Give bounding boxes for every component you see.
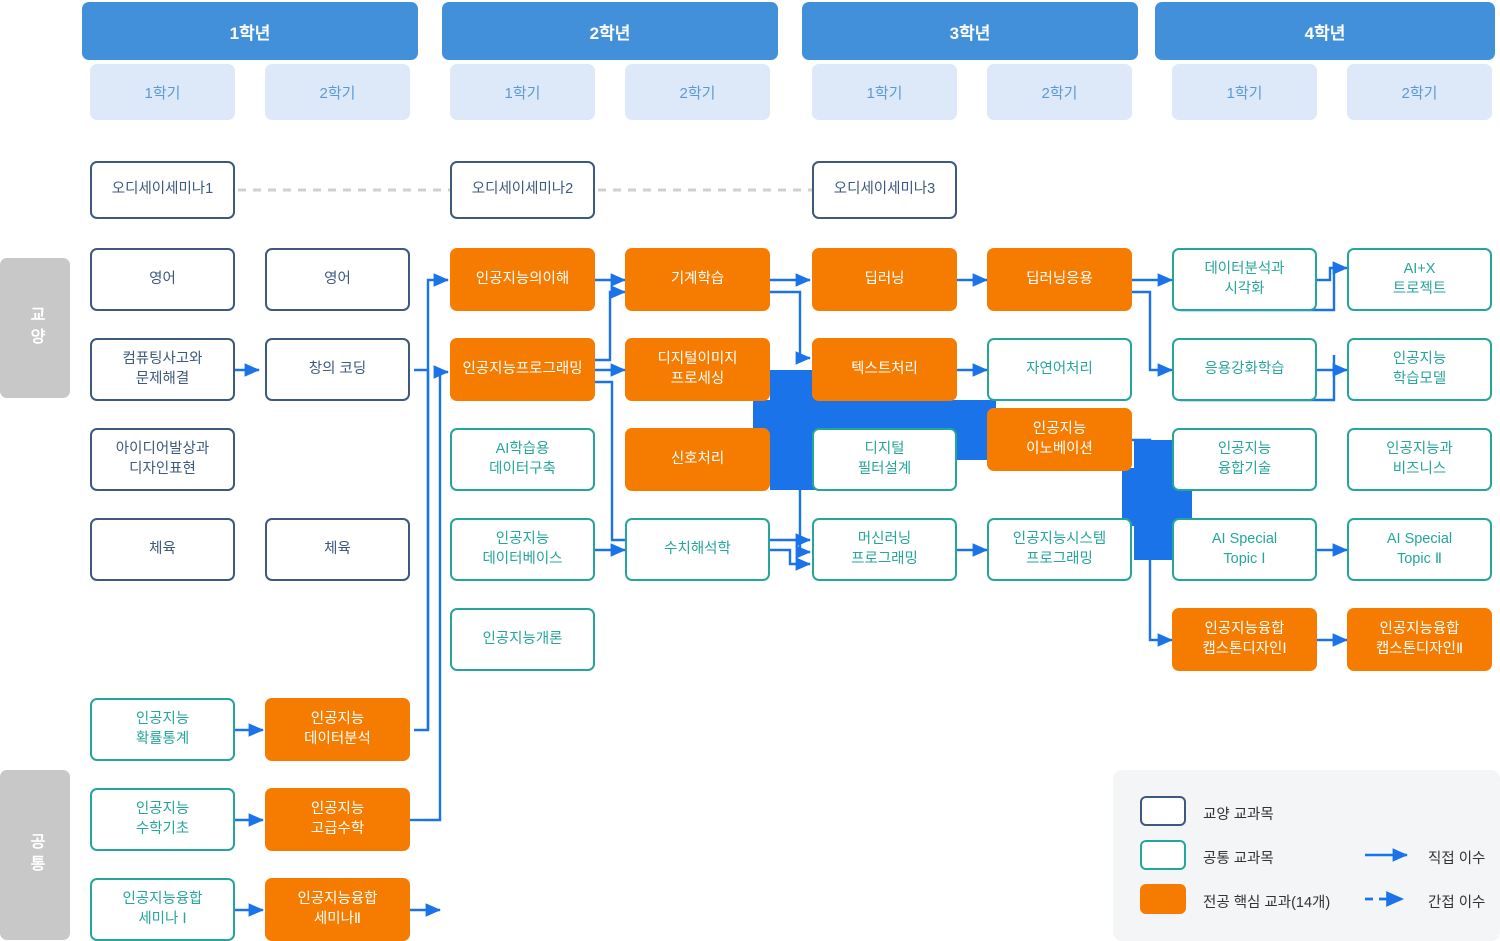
course-node-y4s1-3[interactable]: 인공지능 융합기술 [1172,428,1317,491]
course-node-y2s1-2[interactable]: 인공지능프로그래밍 [450,338,595,401]
legend-dashed-arrow-icon [1365,891,1405,907]
course-node-seminar-1[interactable]: 오디세이세미나1 [90,161,235,219]
legend-panel: 교양 교과목 공통 교과목 전공 핵심 교과(14개) 직접 이수 간접 이수 [1113,770,1500,941]
course-node-y1s2-3[interactable]: 체육 [265,518,410,581]
course-node-y1s2-2[interactable]: 창의 코딩 [265,338,410,401]
course-node-common_base_s1-2[interactable]: 인공지능 수학기초 [90,788,235,851]
legend-swatch-major [1140,884,1186,914]
year-header-4: 4학년 [1155,2,1495,60]
course-node-y4s1-1[interactable]: 데이터분석과 시각화 [1172,248,1317,311]
course-node-y2s1-4[interactable]: 인공지능 데이터베이스 [450,518,595,581]
course-node-y2s2-1[interactable]: 기계학습 [625,248,770,311]
course-node-y4s1-2[interactable]: 응용강화학습 [1172,338,1317,401]
legend-swatch-common [1140,840,1186,870]
course-node-y4s2-2[interactable]: 인공지능 학습모델 [1347,338,1492,401]
semester-header-y4s1: 1학기 [1172,64,1317,120]
semester-header-y1s1: 1학기 [90,64,235,120]
legend-solid-arrow-icon [1365,848,1408,862]
year-header-2: 2학년 [442,2,778,60]
course-node-common_base_s1-1[interactable]: 인공지능 확률통계 [90,698,235,761]
course-node-common_base_s2-3[interactable]: 인공지능융합 세미나Ⅱ [265,878,410,941]
category-label-liberal: 교양 [0,258,70,398]
legend-swatch-liberal [1140,796,1186,826]
course-node-y2s2-4[interactable]: 수치해석학 [625,518,770,581]
course-node-y4s2-1[interactable]: AI+X 트로젝트 [1347,248,1492,311]
course-node-y4s2-5[interactable]: 인공지능융합 캡스톤디자인Ⅱ [1347,608,1492,671]
semester-header-y4s2: 2학기 [1347,64,1492,120]
course-node-y3s2-4[interactable]: 인공지능시스템 프로그래밍 [987,518,1132,581]
course-node-common_base_s2-1[interactable]: 인공지능 데이터분석 [265,698,410,761]
legend-label-indirect: 간접 이수 [1428,895,1486,911]
legend-label-common: 공통 교과목 [1203,851,1274,867]
course-node-y1s1-2[interactable]: 컴퓨팅사고와 문제해결 [90,338,235,401]
course-node-y4s1-5[interactable]: 인공지능융합 캡스톤디자인Ⅰ [1172,608,1317,671]
course-node-y2s2-3[interactable]: 신호처리 [625,428,770,491]
course-node-y3s1-1[interactable]: 딥러닝 [812,248,957,311]
course-node-y3s2-2[interactable]: 자연어처리 [987,338,1132,401]
course-node-y3s1-4[interactable]: 머신러닝 프로그래밍 [812,518,957,581]
course-node-y1s1-4[interactable]: 체육 [90,518,235,581]
semester-header-y3s2: 2학기 [987,64,1132,120]
course-node-y1s1-3[interactable]: 아이디어발상과 디자인표현 [90,428,235,491]
course-node-seminar-2[interactable]: 오디세이세미나2 [450,161,595,219]
course-node-y3s2-3[interactable]: 인공지능 이노베이션 [987,408,1132,471]
course-node-y1s1-1[interactable]: 영어 [90,248,235,311]
course-node-y3s1-3[interactable]: 디지털 필터설계 [812,428,957,491]
course-node-y3s2-1[interactable]: 딥러닝응용 [987,248,1132,311]
course-node-y1s2-1[interactable]: 영어 [265,248,410,311]
semester-header-y2s1: 1학기 [450,64,595,120]
legend-label-major: 전공 핵심 교과(14개) [1203,895,1331,911]
course-node-y2s1-3[interactable]: AI학습용 데이터구축 [450,428,595,491]
course-node-common_base_s1-3[interactable]: 인공지능융합 세미나 Ⅰ [90,878,235,941]
course-node-seminar-3[interactable]: 오디세이세미나3 [812,161,957,219]
course-node-y4s2-3[interactable]: 인공지능과 비즈니스 [1347,428,1492,491]
legend-label-liberal: 교양 교과목 [1203,807,1274,823]
category-label-common: 공통 [0,770,70,940]
year-header-1: 1학년 [82,2,418,60]
semester-header-y2s2: 2학기 [625,64,770,120]
course-node-y3s1-2[interactable]: 텍스트처리 [812,338,957,401]
year-header-3: 3학년 [802,2,1138,60]
course-node-y4s1-4[interactable]: AI Special Topic Ⅰ [1172,518,1317,581]
course-node-y2s1-1[interactable]: 인공지능의이해 [450,248,595,311]
course-node-y2s1-5[interactable]: 인공지능개론 [450,608,595,671]
semester-header-y3s1: 1학기 [812,64,957,120]
semester-header-y1s2: 2학기 [265,64,410,120]
legend-label-direct: 직접 이수 [1428,851,1486,867]
course-node-y4s2-4[interactable]: AI Special Topic Ⅱ [1347,518,1492,581]
course-node-common_base_s2-2[interactable]: 인공지능 고급수학 [265,788,410,851]
course-node-y2s2-2[interactable]: 디지털이미지 프로세싱 [625,338,770,401]
